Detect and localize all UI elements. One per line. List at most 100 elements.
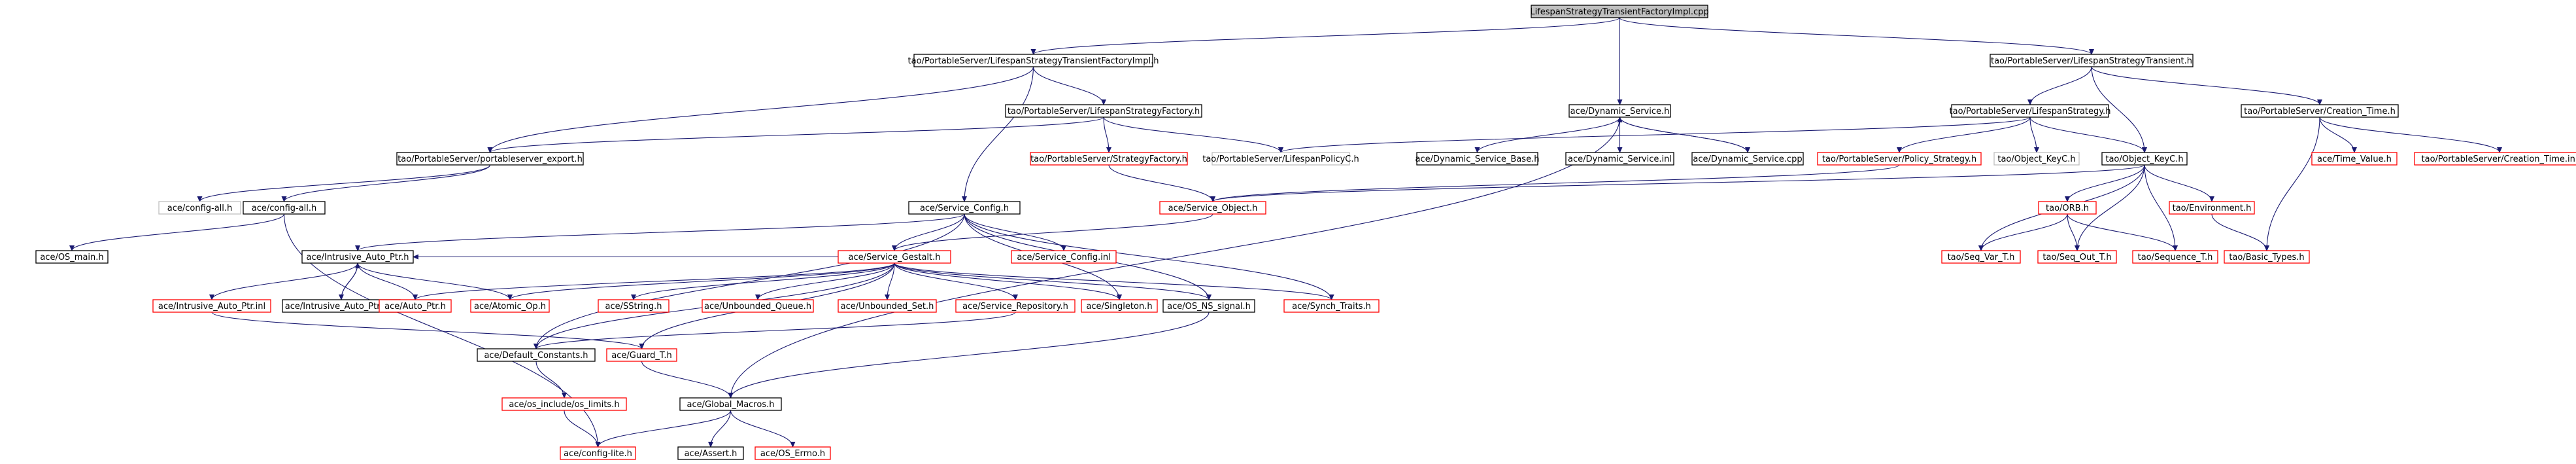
node-tao-orb-h[interactable]: tao/ORB.h [2038, 201, 2097, 215]
node-label: ace/Dynamic_Service.h [1570, 107, 1670, 116]
node-ace-auto-ptr-h[interactable]: ace/Auto_Ptr.h [379, 299, 452, 313]
node-label: tao/ORB.h [2046, 204, 2089, 213]
node-label: ace/OS_main.h [40, 253, 103, 262]
node-ace-intrusive-auto-ptr-cpp[interactable]: ace/Intrusive_Auto_Ptr.cpp [282, 299, 401, 313]
node-box [158, 201, 241, 215]
node-ace-default-constants-h[interactable]: ace/Default_Constants.h [477, 348, 596, 362]
node-ace-singleton-h[interactable]: ace/Singleton.h [1081, 299, 1158, 313]
node-tao-portableserver-strategyfactory-h[interactable]: tao/PortableServer/StrategyFactory.h [1030, 152, 1188, 166]
edge-tok_h-to-sot_h [2075, 164, 2145, 251]
node-tao-portableserver-policy-strategy-h[interactable]: tao/PortableServer/Policy_Strategy.h [1817, 152, 1982, 166]
edge-lsf_h-to-pse_h [487, 116, 1104, 153]
node-tao-portableserver-lifespanstrategyfactory-h[interactable]: tao/PortableServer/LifespanStrategyFacto… [1005, 104, 1202, 118]
edge-iap_inl-to-gt_h [211, 312, 645, 349]
node-box [152, 299, 271, 313]
node-ace-os-include-os-limits-h[interactable]: ace/os_include/os_limits.h [501, 397, 627, 411]
edge-tok_h-to-seqt_h [2144, 164, 2178, 251]
node-ace-assert-h[interactable]: ace/Assert.h [677, 446, 744, 460]
node-tao-portableserver-lifespanstrategy-h[interactable]: tao/PortableServer/LifespanStrategy.h [1950, 104, 2111, 118]
edge-sc_h-to-sci_inl [964, 213, 1066, 251]
node-label: ace/Atomic_Op.h [474, 302, 546, 312]
edge-sg_h-to-sr_h [894, 262, 1018, 300]
node-ace-dynamic-service-base-h[interactable]: ace/Dynamic_Service_Base.h [1415, 152, 1540, 166]
node-ace-dynamic-service-cpp[interactable]: ace/Dynamic_Service.cpp [1691, 152, 1804, 166]
edge-lstfi_h-to-lsf_h [1032, 66, 1106, 105]
node-ace-dynamic-service-h[interactable]: ace/Dynamic_Service.h [1568, 104, 1671, 118]
edge-sg_h-to-osns_h [894, 262, 1212, 300]
node-box [560, 446, 636, 460]
node-ace-intrusive-auto-ptr-inl[interactable]: ace/Intrusive_Auto_Ptr.inl [152, 299, 271, 313]
edge-ls_h-to-lspc_h [1278, 116, 2031, 153]
node-box [606, 348, 677, 362]
node-ace-service-repository-h[interactable]: ace/Service_Repository.h [955, 299, 1076, 313]
node-ace-sstring-h[interactable]: ace/SString.h [598, 299, 669, 313]
node-box [908, 201, 1021, 215]
node-tao-portableserver-lifespanstrategytransientfactoryimpl-h[interactable]: tao/PortableServer/LifespanStrategyTrans… [908, 54, 1159, 67]
node-label: tao/Environment.h [2173, 204, 2252, 213]
node-ace-service-gestalt-h[interactable]: ace/Service_Gestalt.h [838, 250, 951, 264]
node-lifespanstrategytransientfactoryimpl-cpp[interactable]: LifespanStrategyTransientFactoryImpl.cpp [1530, 5, 1709, 18]
node-box [396, 152, 584, 166]
edge-osinc_h-to-cfglite [564, 410, 601, 448]
node-tao-portableserver-lifespanpolicyc-h[interactable]: tao/PortableServer/LifespanPolicyC.h [1202, 152, 1359, 166]
node-ace-synch-traits-h[interactable]: ace/Synch_Traits.h [1283, 299, 1380, 313]
node-box [2224, 250, 2310, 264]
node-label: ace/Singleton.h [1086, 302, 1152, 312]
node-tao-environment-h[interactable]: tao/Environment.h [2169, 201, 2255, 215]
edge-sg_h-to-uq_h [755, 262, 895, 300]
node-box [1005, 104, 1202, 118]
node-label: tao/Seq_Out_T.h [2042, 253, 2111, 262]
node-ace-time-value-h[interactable]: ace/Time_Value.h [2311, 152, 2398, 166]
node-tao-portableserver-portableserver-export-h[interactable]: tao/PortableServer/portableserver_export… [396, 152, 584, 166]
node-ace-atomic-op-h[interactable]: ace/Atomic_Op.h [470, 299, 550, 313]
node-tao-portableserver-creation-time-inl[interactable]: tao/PortableServer/Creation_Time.inl [2414, 152, 2576, 166]
node-tao-object-keyc-h[interactable]: tao/Object_KeyC.h [2101, 152, 2188, 166]
node-box [1081, 299, 1158, 313]
node-tao-portableserver-lifespanstrategytransient-h[interactable]: tao/PortableServer/LifespanStrategyTrans… [1990, 54, 2194, 67]
node-ace-global-macros-h[interactable]: ace/Global_Macros.h [679, 397, 782, 411]
node-label: ace/Auto_Ptr.h [384, 302, 446, 312]
edge-iap_h-to-iap_inl [209, 262, 358, 300]
node-ace-unbounded-set-h[interactable]: ace/Unbounded_Set.h [838, 299, 937, 313]
edge-tok_h-to-env_h [2144, 164, 2214, 202]
node-ace-unbounded-queue-h[interactable]: ace/Unbounded_Queue.h [702, 299, 814, 313]
node-box [2241, 104, 2399, 118]
edge-lst_h-to-ct_h [2091, 66, 2322, 105]
node-box [679, 397, 782, 411]
node-ace-dynamic-service-inl[interactable]: ace/Dynamic_Service.inl [1565, 152, 1674, 166]
node-box [2132, 250, 2218, 264]
edge-tok_h-to-orb_h [2065, 164, 2145, 202]
node-label: ace/OS_NS_signal.h [1167, 302, 1251, 312]
node-label: ace/Global_Macros.h [687, 400, 775, 410]
node-tao-sequence-t-h[interactable]: tao/Sequence_T.h [2132, 250, 2218, 264]
edge-sg_h-to-us_h [885, 262, 895, 300]
node-ace-intrusive-auto-ptr-h[interactable]: ace/Intrusive_Auto_Ptr.h [301, 250, 414, 264]
node-tao-seq-out-t-h[interactable]: tao/Seq_Out_T.h [2037, 250, 2117, 264]
node-ace-config-all-h[interactable]: ace/config-all.h [158, 201, 241, 215]
node-ace-guard-t-h[interactable]: ace/Guard_T.h [606, 348, 677, 362]
node-ace-config-lite-h[interactable]: ace/config-lite.h [560, 446, 636, 460]
node-ace-service-object-h[interactable]: ace/Service_Object.h [1159, 201, 1266, 215]
edge-lsf_h-to-sf_h [1103, 116, 1111, 153]
edge-ct_h-to-bt_h [2264, 116, 2320, 251]
node-tao-seq-var-t-h[interactable]: tao/Seq_Var_T.h [1941, 250, 2021, 264]
node-ace-service-config-inl[interactable]: ace/Service_Config.inl [1011, 250, 1117, 264]
node-ace-os-main-h[interactable]: ace/OS_main.h [35, 250, 109, 264]
node-ace-service-config-h[interactable]: ace/Service_Config.h [908, 201, 1021, 215]
node-box [379, 299, 452, 313]
node-box [677, 446, 744, 460]
edge-gt_h-to-gm_h [641, 361, 734, 399]
node-label: ace/Dynamic_Service.inl [1568, 154, 1672, 164]
node-tao-basic-types-h[interactable]: tao/Basic_Types.h [2224, 250, 2310, 264]
node-label: ace/Service_Gestalt.h [848, 253, 940, 262]
node-tao-object-keyc-h[interactable]: tao/Object_KeyC.h [1993, 152, 2080, 166]
node-ace-config-all-h[interactable]: ace/config-all.h [243, 201, 326, 215]
node-tao-portableserver-creation-time-h[interactable]: tao/PortableServer/Creation_Time.h [2241, 104, 2399, 118]
node-label: ace/Synch_Traits.h [1292, 302, 1371, 312]
edge-gm_h-to-oserr_h [730, 410, 796, 448]
node-ace-os-ns-signal-h[interactable]: ace/OS_NS_signal.h [1162, 299, 1255, 313]
node-ace-os-errno-h[interactable]: ace/OS_Errno.h [754, 446, 831, 460]
node-label: ace/config-all.h [167, 204, 233, 213]
node-label: ace/Dynamic_Service_Base.h [1415, 154, 1540, 164]
